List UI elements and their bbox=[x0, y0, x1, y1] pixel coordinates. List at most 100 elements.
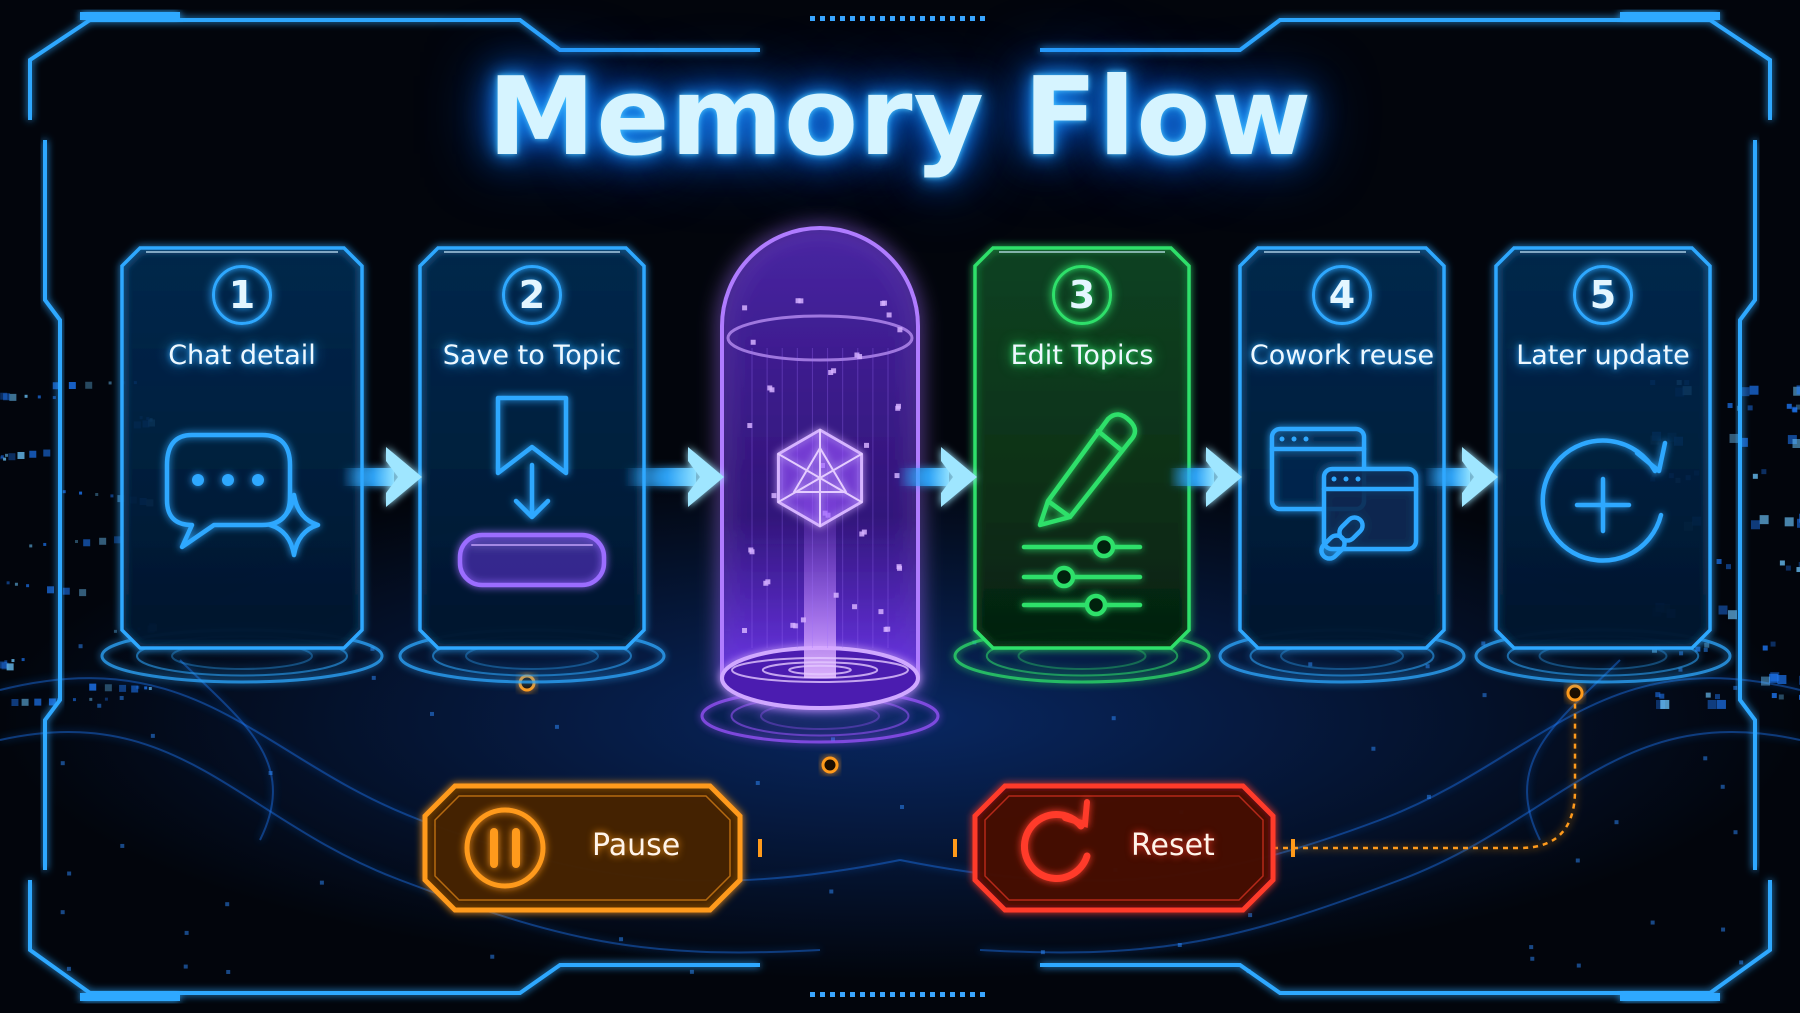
pause-button[interactable] bbox=[422, 783, 743, 913]
pixel-dot bbox=[108, 381, 112, 385]
data-particle bbox=[828, 370, 834, 376]
data-particle bbox=[747, 423, 753, 429]
frame-dot bbox=[940, 16, 945, 21]
flow-arrow-3 bbox=[898, 447, 977, 507]
pixel-dot bbox=[1530, 956, 1535, 961]
pixel-dot bbox=[113, 629, 117, 633]
arrow-head bbox=[386, 447, 422, 507]
frame-dot bbox=[840, 16, 845, 21]
chat-bubble-sparkle-icon bbox=[164, 432, 321, 558]
pixel-dot bbox=[1707, 699, 1717, 709]
pixel-dot bbox=[1482, 693, 1487, 698]
pixel-dot bbox=[371, 675, 376, 680]
data-particle bbox=[885, 626, 891, 632]
step-number-2: 2 bbox=[502, 265, 562, 325]
frame-dot bbox=[860, 992, 865, 997]
pixel-dot bbox=[1747, 405, 1753, 411]
pixel-dot bbox=[1678, 667, 1683, 672]
data-particle bbox=[749, 549, 755, 555]
pixel-dot bbox=[1784, 517, 1794, 527]
frame-dot bbox=[950, 992, 955, 997]
data-particle bbox=[894, 473, 900, 479]
pixel-dot bbox=[104, 684, 112, 692]
pixel-dot bbox=[48, 698, 56, 706]
reset-label: Reset bbox=[1131, 828, 1215, 863]
pixel-dot bbox=[1426, 794, 1431, 799]
arrow-head bbox=[1462, 447, 1498, 507]
reset-button[interactable] bbox=[972, 783, 1276, 913]
pixel-dot bbox=[429, 711, 434, 716]
pixel-dot bbox=[24, 394, 28, 398]
pixel-dot bbox=[1177, 943, 1182, 948]
pixel-dot bbox=[1795, 404, 1800, 410]
pixel-dot bbox=[4, 660, 8, 664]
pixel-dot bbox=[1770, 672, 1780, 682]
frame-dot bbox=[950, 16, 955, 21]
pixel-dot bbox=[110, 494, 114, 498]
step-label-2: Save to Topic bbox=[442, 340, 622, 371]
pixel-dot bbox=[1792, 407, 1798, 413]
pixel-dot bbox=[72, 698, 76, 702]
frame-dot bbox=[850, 16, 855, 21]
capsule-base-ring bbox=[731, 657, 909, 683]
frame-dot bbox=[870, 16, 875, 21]
refresh-plus-icon bbox=[1540, 438, 1668, 563]
data-particle bbox=[763, 580, 769, 586]
pixel-dot bbox=[52, 396, 56, 400]
bookmark-save-icon bbox=[457, 395, 607, 588]
pixel-dot bbox=[1768, 673, 1778, 683]
pixel-dot bbox=[1529, 945, 1534, 950]
pixel-dot bbox=[89, 697, 93, 701]
connector-tick bbox=[953, 839, 957, 857]
dotted-connector bbox=[1273, 693, 1577, 850]
pixel-dot bbox=[1716, 559, 1722, 565]
pixel-dot bbox=[1650, 920, 1655, 925]
pixel-dot bbox=[1797, 518, 1800, 528]
pixel-dot bbox=[490, 954, 495, 959]
frame-dot bbox=[850, 992, 855, 997]
pixel-dot bbox=[1716, 699, 1726, 709]
pixel-dot bbox=[900, 805, 904, 809]
step-label-4: Edit Topics bbox=[1010, 340, 1154, 371]
frame-dot bbox=[960, 992, 965, 997]
connector-tick bbox=[758, 839, 762, 857]
data-particle bbox=[864, 442, 870, 448]
pixel-dot bbox=[225, 902, 230, 907]
button-frame bbox=[422, 783, 743, 913]
step-card-6 bbox=[1474, 246, 1732, 684]
pixel-dot bbox=[43, 542, 47, 546]
frame-dot bbox=[900, 992, 905, 997]
pixel-dot bbox=[1111, 716, 1116, 721]
data-particle bbox=[895, 405, 901, 411]
pixel-dot bbox=[1, 662, 9, 670]
step-number-5: 5 bbox=[1573, 265, 1633, 325]
pixel-dot bbox=[1425, 664, 1430, 669]
capsule-rim bbox=[726, 314, 914, 362]
step-number-1: 1 bbox=[212, 265, 272, 325]
flow-arrow-5 bbox=[1424, 447, 1498, 507]
pixel-dot bbox=[11, 659, 15, 663]
frame-dot bbox=[830, 16, 835, 21]
pixel-dot bbox=[1759, 515, 1769, 525]
pixel-dot bbox=[1655, 692, 1661, 698]
arrow-shaft bbox=[1424, 468, 1470, 486]
pixel-dot bbox=[1651, 647, 1657, 653]
pixel-dot bbox=[97, 703, 102, 708]
frame-edge bbox=[28, 18, 760, 120]
reset-icon bbox=[1020, 799, 1091, 882]
data-particle bbox=[790, 622, 796, 628]
frame-dot bbox=[940, 992, 945, 997]
pixel-dot bbox=[6, 581, 10, 585]
pixel-dot bbox=[226, 969, 231, 974]
pixel-dot bbox=[0, 661, 8, 669]
pixel-dot bbox=[5, 453, 9, 457]
pixel-dot bbox=[3, 457, 7, 461]
data-particle bbox=[852, 604, 858, 610]
pixel-dot bbox=[1040, 950, 1045, 955]
pixel-dot bbox=[1733, 830, 1738, 835]
pixel-dot bbox=[1729, 433, 1739, 443]
data-particle bbox=[800, 617, 806, 623]
pixel-dot bbox=[113, 536, 121, 544]
pixel-dot bbox=[319, 880, 324, 885]
pixel-dot bbox=[0, 392, 8, 400]
